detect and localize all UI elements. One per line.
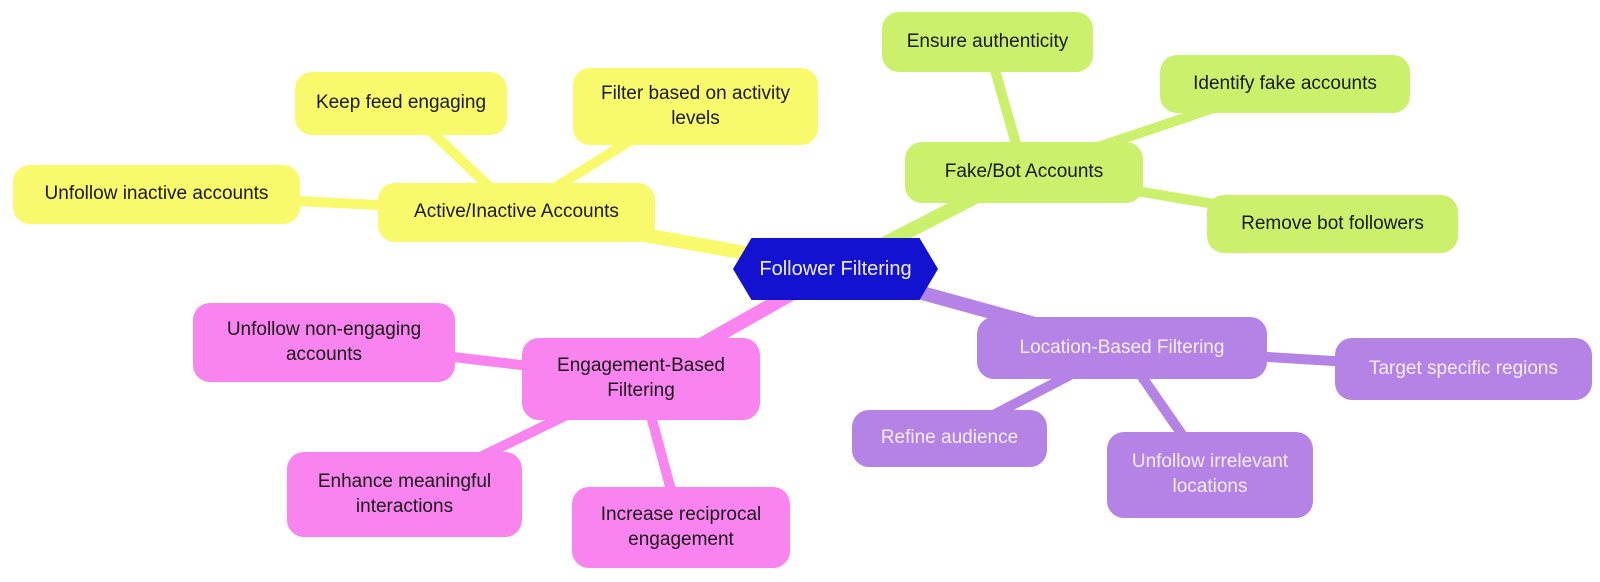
- node-filter-based-on-activity-levels: Filter based on activity levels: [573, 68, 818, 145]
- node-label: Remove bot followers: [1241, 212, 1424, 234]
- node-increase-reciprocal-engagement: Increase reciprocal engagement: [572, 487, 790, 568]
- node-label: Keep feed engaging: [315, 92, 487, 114]
- node-label: Ensure authenticity: [906, 30, 1069, 52]
- node-unfollow-non-engaging-accounts: Unfollow non-engaging accounts: [193, 303, 455, 382]
- node-unfollow-irrelevant-locations: Unfollow irrelevant locations: [1107, 432, 1313, 518]
- node-fake-bot-accounts: Fake/Bot Accounts: [905, 142, 1143, 203]
- node-active-inactive-accounts: Active/Inactive Accounts: [378, 183, 655, 242]
- node-target-specific-regions: Target specific regions: [1335, 338, 1592, 400]
- node-label: Unfollow non-engaging accounts: [226, 318, 422, 365]
- node-identify-fake-accounts: Identify fake accounts: [1160, 55, 1410, 113]
- node-label: Filter based on activity levels: [600, 82, 791, 129]
- node-refine-audience: Refine audience: [852, 410, 1047, 467]
- node-label: Follower Filtering: [759, 258, 912, 280]
- node-ensure-authenticity: Ensure authenticity: [882, 12, 1093, 72]
- node-label: Refine audience: [880, 427, 1019, 449]
- node-label: Active/Inactive Accounts: [414, 201, 619, 223]
- node-unfollow-inactive-accounts: Unfollow inactive accounts: [13, 165, 300, 224]
- node-label: Location-Based Filtering: [1019, 336, 1225, 358]
- node-label: Unfollow irrelevant locations: [1131, 451, 1289, 497]
- node-label: Target specific regions: [1368, 357, 1559, 379]
- node-label: Increase reciprocal engagement: [600, 503, 762, 550]
- node-follower-filtering: Follower Filtering: [733, 238, 938, 300]
- node-location-based-filtering: Location-Based Filtering: [977, 317, 1267, 379]
- node-label: Fake/Bot Accounts: [944, 161, 1104, 183]
- node-label: Engagement-Based Filtering: [557, 355, 725, 401]
- node-enhance-meaningful-interactions: Enhance meaningful interactions: [287, 452, 522, 537]
- node-label: Identify fake accounts: [1193, 72, 1377, 94]
- node-label: Enhance meaningful interactions: [317, 470, 492, 517]
- node-keep-feed-engaging: Keep feed engaging: [295, 72, 507, 135]
- node-engagement-based-filtering: Engagement-Based Filtering: [522, 338, 760, 420]
- node-label: Unfollow inactive accounts: [44, 183, 269, 205]
- node-remove-bot-followers: Remove bot followers: [1207, 195, 1458, 253]
